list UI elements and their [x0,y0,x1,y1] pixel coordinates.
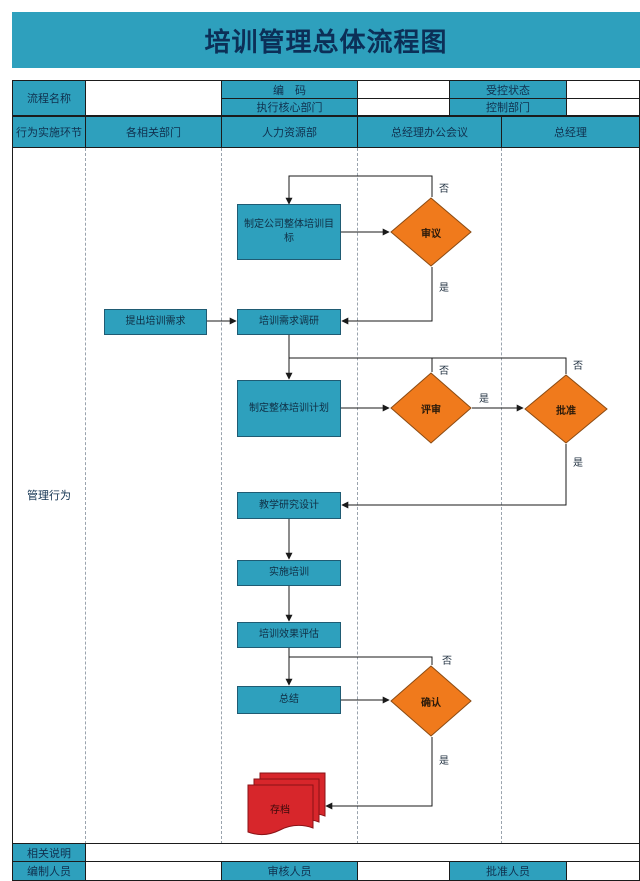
control-dept-label: 控制部门 [449,98,567,116]
archive-documents-icon [247,772,326,836]
decision-review2-shape [390,372,472,444]
lane-divider [85,148,86,844]
lane-header-depts: 各相关部门 [85,116,222,148]
node-archive[interactable]: 存档 [270,804,290,816]
node-teaching-design[interactable]: 教学研究设计 [237,492,341,519]
page-title: 培训管理总体流程图 [12,12,640,68]
notes-value[interactable] [85,843,640,862]
lane-divider [357,148,358,844]
lane-header-hr: 人力资源部 [221,116,358,148]
node-propose-needs[interactable]: 提出培训需求 [104,309,207,335]
edge-label-yes: 是 [573,458,583,469]
node-summary[interactable]: 总结 [237,686,341,714]
edge-label-no: 否 [439,184,449,195]
decision-review1[interactable]: 审议 [421,228,441,240]
notes-label: 相关说明 [12,843,86,862]
edge-label-yes: 是 [479,394,489,405]
decision-approve[interactable]: 批准 [556,405,576,417]
node-make-plan[interactable]: 制定整体培训计划 [237,380,341,437]
approver-value[interactable] [566,861,640,881]
editor-label: 编制人员 [12,861,86,881]
process-name-value[interactable] [85,80,222,116]
editor-value[interactable] [85,861,222,881]
node-needs-survey[interactable]: 培训需求调研 [237,309,341,335]
node-evaluate-effect[interactable]: 培训效果评估 [237,622,341,648]
reviewer-label: 审核人员 [221,861,358,881]
process-name-label: 流程名称 [12,80,86,116]
node-implement-training[interactable]: 实施培训 [237,560,341,586]
row-label-management: 管理行为 [27,489,71,502]
edge-label-no: 否 [442,656,452,667]
decision-review1-shape [390,197,472,267]
edge-label-no: 否 [573,361,583,372]
reviewer-value[interactable] [357,861,450,881]
edge-label-no: 否 [439,366,449,377]
edge-label-yes: 是 [439,756,449,767]
exec-dept-label: 执行核心部门 [221,98,358,116]
decision-confirm-shape [390,665,472,737]
decision-confirm[interactable]: 确认 [421,697,441,709]
decision-review2[interactable]: 评审 [421,404,441,416]
lane-divider [221,148,222,844]
decision-approve-shape [524,374,608,444]
lane-divider [501,148,502,844]
node-set-goals[interactable]: 制定公司整体培训目标 [237,204,341,260]
lane-header-gm-meeting: 总经理办公会议 [357,116,502,148]
edge-label-yes: 是 [439,283,449,294]
approver-label: 批准人员 [449,861,567,881]
